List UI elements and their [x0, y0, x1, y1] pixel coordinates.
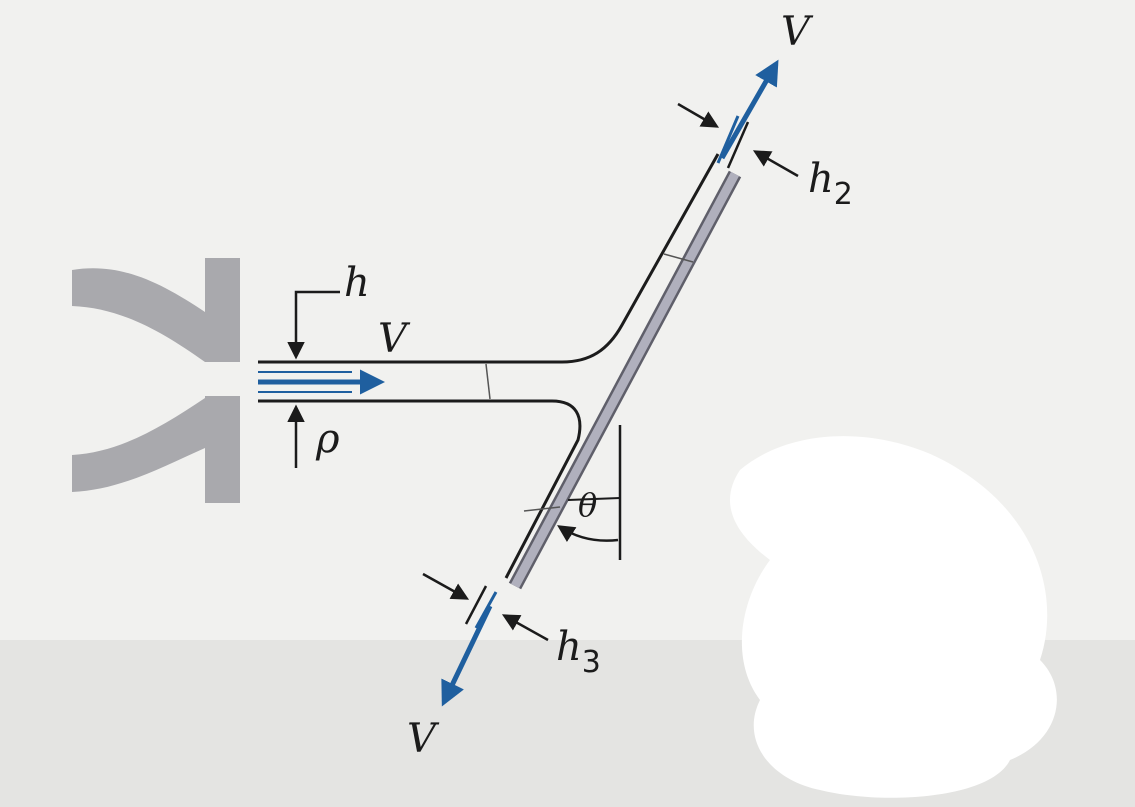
nozzle-lower — [72, 396, 240, 503]
inclined-plate-fill — [511, 171, 739, 589]
label-h2: h2 — [808, 156, 853, 212]
section-line-lower — [523, 506, 561, 512]
label-rho: ρ — [315, 416, 340, 462]
label-h3: h3 — [556, 624, 601, 680]
h3-tick-b — [474, 591, 498, 629]
upper-flow-arrow — [719, 59, 779, 160]
label-v-top: V — [781, 9, 814, 55]
label-theta: θ — [578, 486, 597, 524]
h2-left-arrow — [677, 102, 720, 128]
section-line-jet — [485, 363, 491, 400]
jet-upper-boundary — [258, 153, 720, 364]
h2-right-arrow — [752, 150, 799, 178]
jet-lower-boundary — [258, 399, 582, 579]
theta-horizontal-tick — [567, 497, 621, 501]
theta-arc — [557, 525, 619, 542]
white-blot — [730, 436, 1057, 798]
h2-tick-b — [726, 121, 750, 169]
label-h2-sub: 2 — [834, 177, 853, 212]
label-h-inlet: h — [344, 260, 370, 306]
h3-right-arrow — [501, 614, 549, 642]
label-v-inlet: V — [378, 316, 411, 362]
section-line-upper — [663, 253, 694, 263]
label-v-bottom: V — [407, 716, 440, 762]
label-h3-base: h — [556, 624, 582, 670]
label-h3-sub: 3 — [582, 645, 601, 680]
nozzle-upper — [72, 258, 240, 362]
label-h2-base: h — [808, 156, 834, 202]
h2-tick-a — [716, 115, 740, 164]
lower-flow-arrow — [441, 604, 493, 707]
h-inlet-top-leader — [287, 290, 340, 360]
h3-tick-a — [464, 585, 488, 625]
h3-left-arrow — [422, 572, 470, 600]
